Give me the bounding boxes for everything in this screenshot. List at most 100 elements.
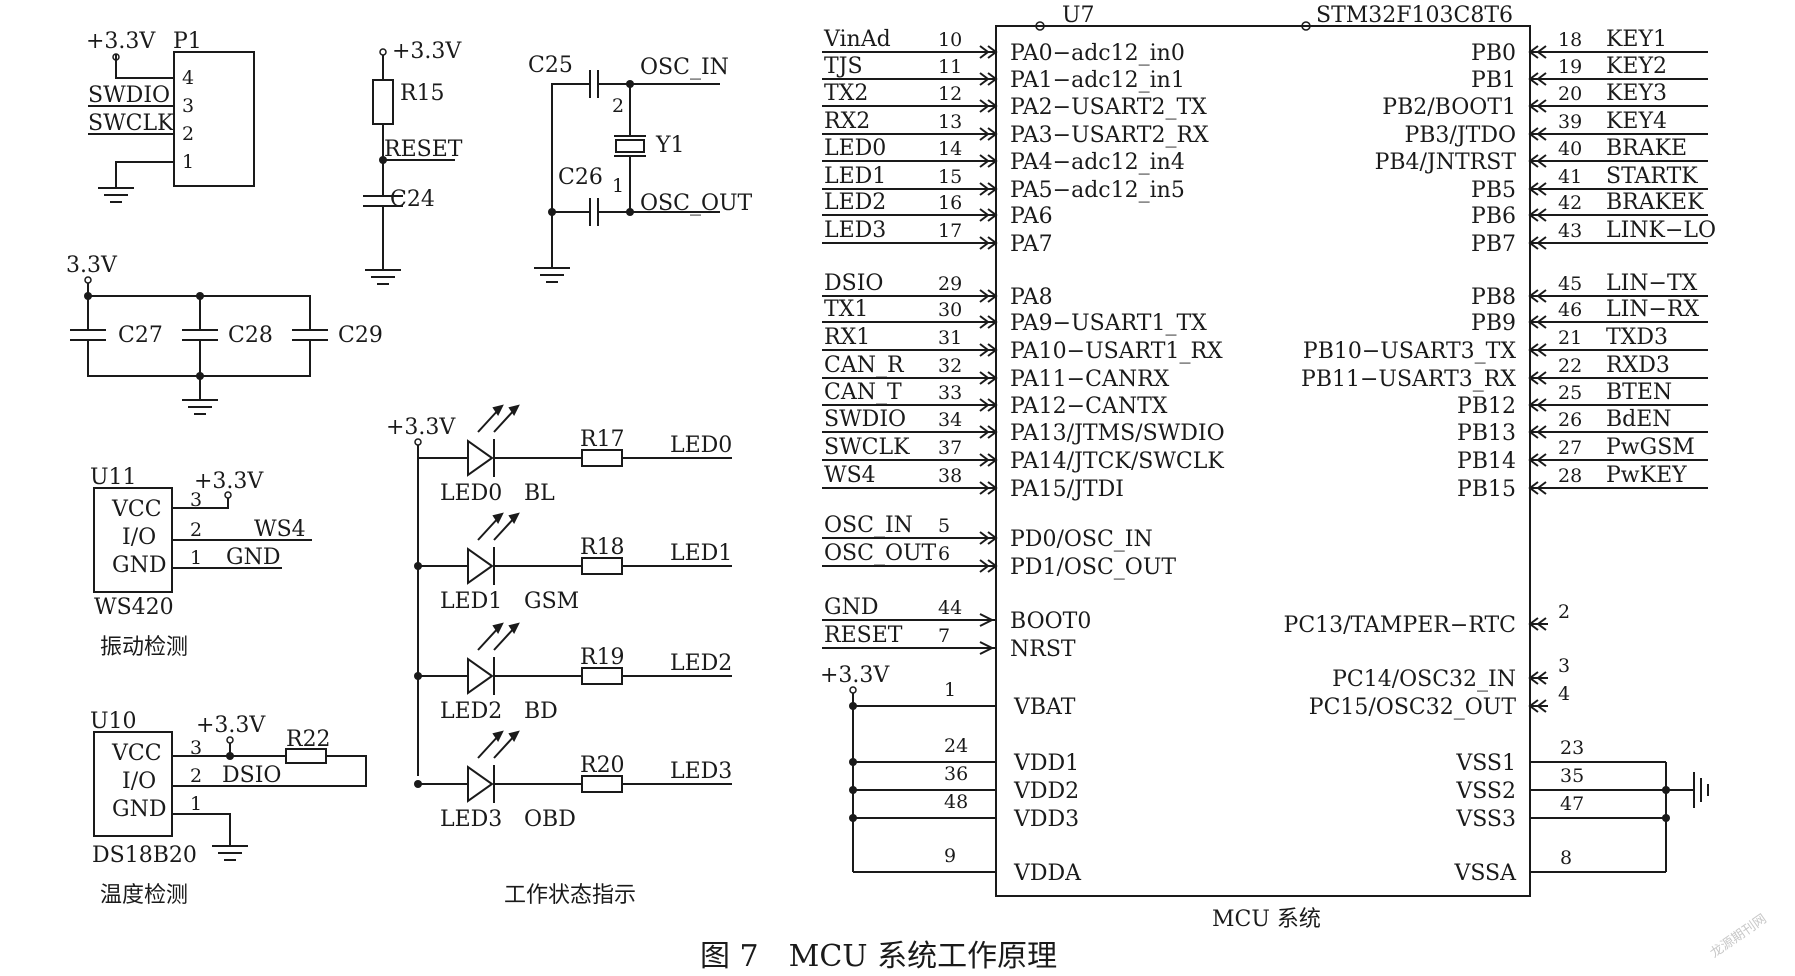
ground-icon: [182, 399, 218, 415]
led-diode-icon: [467, 439, 494, 477]
bidir-arrow-icon: [1528, 45, 1547, 59]
led-resistor-ref: R19: [580, 645, 625, 670]
mcu-left-pin-name: PD0/OSC_IN: [1010, 527, 1153, 552]
mcu-left-pin-name: PA0−adc12_in0: [1010, 41, 1185, 66]
led-tag: OBD: [524, 807, 576, 832]
mcu-left-pin-name: PA1−adc12_in1: [1010, 68, 1185, 93]
u11-pin-name-io: I/O: [122, 525, 156, 550]
mcu-power-pin-name: VDD2: [1013, 779, 1079, 804]
mcu-right-pin-num: 18: [1558, 29, 1582, 51]
mcu-ref: U7: [1062, 3, 1095, 28]
c25-ref: C25: [528, 53, 573, 78]
y1-pin-1: 1: [612, 175, 624, 197]
input-arrow-icon: [979, 613, 995, 627]
mcu-right-pin-num: 41: [1558, 166, 1582, 188]
bidir-arrow-icon: [1528, 481, 1547, 495]
mcu-left-net: RESET: [824, 623, 903, 648]
u10-net-dsio: DSIO: [222, 763, 281, 788]
mcu-left-pin-name: PA2−USART2_TX: [1010, 95, 1207, 120]
led-diode-icon: [467, 765, 494, 803]
mcu-right-pin-name: PB4/JNTRST: [1375, 150, 1517, 175]
osc-out-net: OSC_OUT: [640, 191, 753, 216]
bidir-arrow-icon: [979, 72, 998, 86]
bidir-arrow-icon: [1528, 425, 1547, 439]
mcu-part: STM32F103C8T6: [1316, 3, 1513, 28]
mcu-right-net: LIN−RX: [1606, 297, 1700, 322]
mcu-left-net: RX1: [824, 325, 870, 350]
mcu-power-pin-num: 8: [1560, 847, 1572, 869]
mcu-right-pin-num: 20: [1558, 83, 1582, 105]
arrowhead-icon: [492, 512, 520, 524]
mcu-right-net: KEY1: [1606, 27, 1667, 52]
mcu-right-pin-name: PB13: [1457, 421, 1516, 446]
ground-icon: [365, 269, 401, 285]
mcu-left-pin-num: 12: [938, 83, 962, 105]
u10-pin-name-gnd: GND: [112, 797, 166, 822]
mcu-left-net: LED2: [824, 190, 886, 215]
mcu-left-pin-num: 44: [938, 597, 962, 619]
led-ref: LED2: [440, 699, 502, 724]
u11-part: WS420: [94, 595, 174, 620]
mcu-right-pin-num: 43: [1558, 220, 1582, 242]
bidir-arrow-icon: [979, 371, 998, 385]
bidir-arrow-icon: [979, 236, 998, 250]
mcu-right-net: KEY4: [1606, 109, 1667, 134]
mcu-right-net: PwGSM: [1606, 435, 1695, 460]
led-tag: GSM: [524, 589, 579, 614]
u11-net-ws4: WS4: [254, 517, 306, 542]
mcu-left-pin-name: PA7: [1010, 232, 1053, 257]
mcu-power-pin-num: 24: [944, 735, 968, 757]
mcu-right-pin-name: PB9: [1471, 311, 1516, 336]
led-ref: LED1: [440, 589, 502, 614]
mcu-left-net: SWCLK: [824, 435, 910, 460]
swd-net-swclk: SWCLK: [88, 111, 174, 136]
c26-ref: C26: [558, 165, 603, 190]
bidir-arrow-icon: [979, 425, 998, 439]
mcu-caption: MCU 系统: [1212, 907, 1321, 932]
mcu-right-net: BTEN: [1606, 380, 1672, 405]
led-resistor: [581, 667, 623, 685]
mcu-right-pin-name: PB14: [1457, 449, 1516, 474]
mcu-left-pin-num: 16: [938, 192, 962, 214]
mcu-left-net: CAN_R: [824, 353, 905, 378]
mcu-left-pin-num: 34: [938, 409, 962, 431]
decoupling-power-label: 3.3V: [66, 253, 118, 278]
led-power-label: +3.3V: [386, 415, 456, 440]
mcu-left-pin-name: PA4−adc12_in4: [1010, 150, 1185, 175]
led-ref: LED0: [440, 481, 502, 506]
mcu-left-pin-num: 33: [938, 382, 962, 404]
led-tag: BL: [524, 481, 555, 506]
bidir-arrow-icon: [1528, 371, 1547, 385]
temperature-caption: 温度检测: [100, 883, 188, 908]
mcu-left-pin-num: 10: [938, 29, 962, 51]
mcu-left-pin-name: NRST: [1010, 637, 1076, 662]
mcu-right-pin-name: PB12: [1457, 394, 1516, 419]
power-terminal-icon: [224, 491, 232, 499]
mcu-right-pin-num: 19: [1558, 56, 1582, 78]
led-resistor-ref: R17: [580, 427, 625, 452]
power-terminal-icon: [379, 48, 387, 56]
led-ref: LED3: [440, 807, 502, 832]
mcu-right-pin-name: PB6: [1471, 204, 1516, 229]
led-resistor-ref: R18: [580, 535, 625, 560]
ground-icon: [534, 267, 570, 283]
u11-pin-2: 2: [190, 519, 202, 541]
mcu-left-pin-num: 38: [938, 465, 962, 487]
